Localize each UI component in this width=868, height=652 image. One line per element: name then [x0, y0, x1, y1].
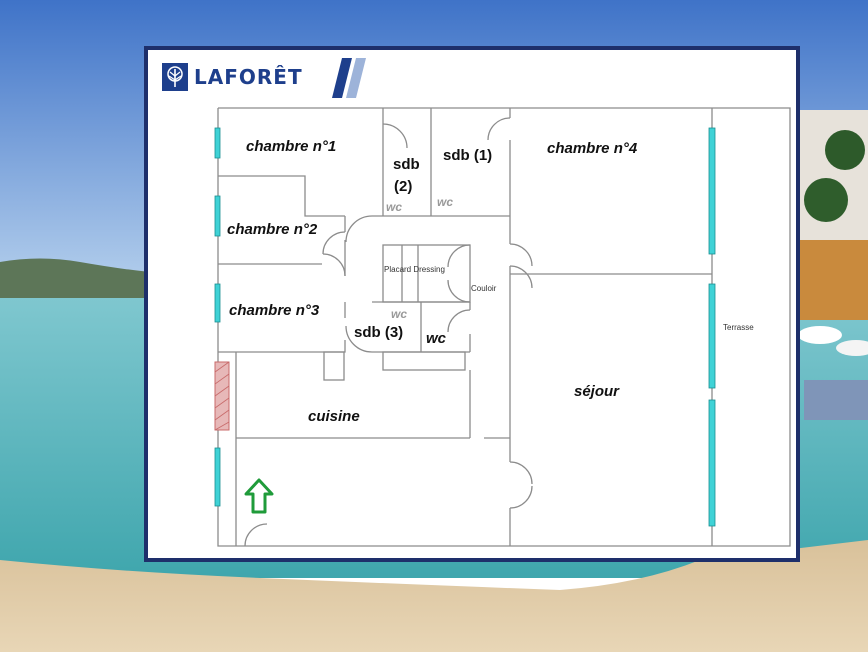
wc-label-sdb2: wc	[386, 200, 403, 214]
entrance-arrow-icon	[244, 478, 274, 514]
room-label-wc: wc	[426, 330, 447, 347]
room-label-cuisine: cuisine	[308, 408, 360, 425]
brand-stripes-icon	[332, 58, 366, 98]
hatched-area	[214, 361, 230, 431]
room-label-chambre-4: chambre n°4	[547, 140, 638, 157]
label-terrasse: Terrasse	[723, 323, 754, 332]
walls	[217, 107, 791, 547]
floor-plan-card	[144, 46, 800, 562]
room-label-chambre-2: chambre n°2	[227, 221, 318, 238]
windows	[214, 127, 716, 527]
room-label-chambre-1: chambre n°1	[246, 138, 337, 155]
wc-label-sdb3: wc	[391, 307, 408, 321]
hatch-lines	[214, 361, 230, 431]
room-label-sejour: séjour	[574, 383, 620, 400]
room-label-sdb-1: sdb (1)	[443, 147, 493, 164]
room-label-sdb-2-line1: sdb	[393, 156, 420, 173]
brand-logo: LAFORÊT	[162, 62, 303, 92]
label-placard-dressing: Placard Dressing	[384, 265, 445, 274]
room-label-chambre-3: chambre n°3	[229, 302, 320, 319]
brand-name: LAFORÊT	[194, 65, 303, 89]
tree-logo-icon	[162, 63, 188, 91]
room-label-sdb-3: sdb (3)	[354, 324, 404, 341]
label-couloir: Couloir	[471, 284, 497, 293]
wc-label-sdb1: wc	[437, 195, 454, 209]
room-label-sdb-2-line2: (2)	[394, 178, 413, 195]
